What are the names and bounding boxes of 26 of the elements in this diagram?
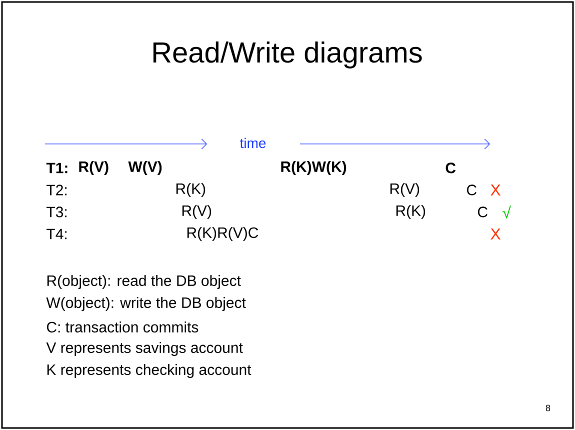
definition-note: V represents savings account: [46, 342, 243, 356]
definition-note: K represents checking account: [47, 364, 252, 378]
page-number: 8: [546, 404, 550, 412]
schedule-step: R(K)R(V)C: [187, 227, 258, 241]
cross-mark: X: [490, 184, 501, 196]
schedule-step: R(V): [390, 183, 420, 197]
check-mark: √: [502, 206, 511, 218]
definition-note: W(object): write the DB object: [46, 297, 246, 311]
schedule-step: R(V): [182, 205, 212, 219]
schedule-step: R(K)W(K): [281, 161, 346, 175]
definition-note: C: transaction commits: [46, 321, 198, 332]
title: Read/Write diagrams: [153, 41, 422, 68]
transaction-label: T1:: [46, 162, 68, 174]
schedule-step: W(V): [128, 161, 162, 175]
axis-label: time: [240, 138, 266, 148]
transaction-label: T3:: [46, 206, 66, 218]
transaction-label: T4:: [46, 228, 66, 240]
cross-mark: X: [490, 228, 501, 240]
schedule-step: R(V): [79, 161, 108, 175]
schedule-step: C: [446, 162, 456, 174]
schedule-step: C: [466, 184, 476, 196]
definition-note: R(object): read the DB object: [47, 275, 241, 289]
schedule-step: R(K): [176, 183, 206, 197]
schedule-step: C: [478, 206, 488, 218]
transaction-label: T2:: [46, 184, 66, 196]
schedule-step: R(K): [396, 205, 426, 219]
